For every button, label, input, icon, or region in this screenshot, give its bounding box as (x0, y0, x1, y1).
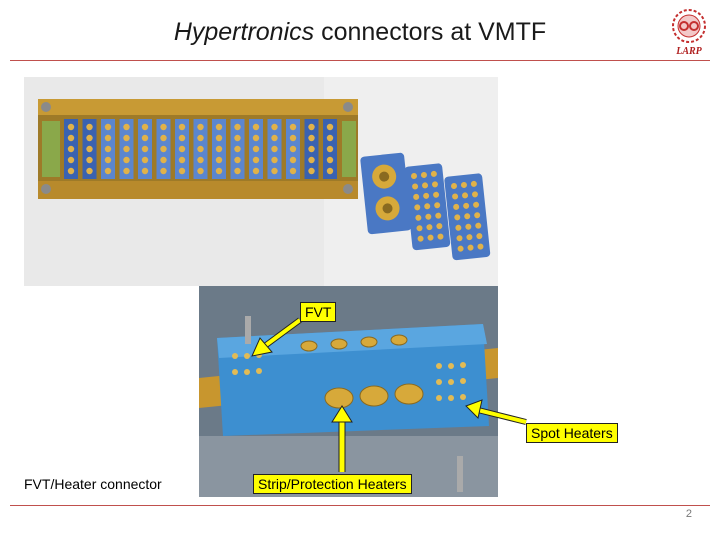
fvt-label: FVT (300, 302, 337, 322)
spot-heaters-arrow-icon (465, 399, 527, 425)
fvt-arrow-icon (251, 317, 302, 357)
title-divider (10, 60, 710, 61)
spot-heaters-label: Spot Heaters (526, 423, 618, 443)
strip-protection-heaters-label: Strip/Protection Heaters (253, 474, 412, 494)
logo-emblem-icon (672, 9, 706, 43)
slide-title: Hypertronics connectors at VMTF (0, 18, 720, 47)
title-rest: connectors at VMTF (314, 18, 547, 46)
logo-text: LARP (676, 46, 702, 57)
connector-strip-photo (24, 77, 498, 286)
footer-divider (10, 505, 710, 506)
larp-logo: LARP (665, 6, 713, 64)
title-italic: Hypertronics (173, 18, 315, 46)
page-number: 2 (685, 508, 692, 520)
photo-caption: FVT/Heater connector (24, 476, 162, 492)
strip-heaters-arrow-icon (331, 405, 353, 472)
heater-connector-photo (199, 286, 498, 497)
